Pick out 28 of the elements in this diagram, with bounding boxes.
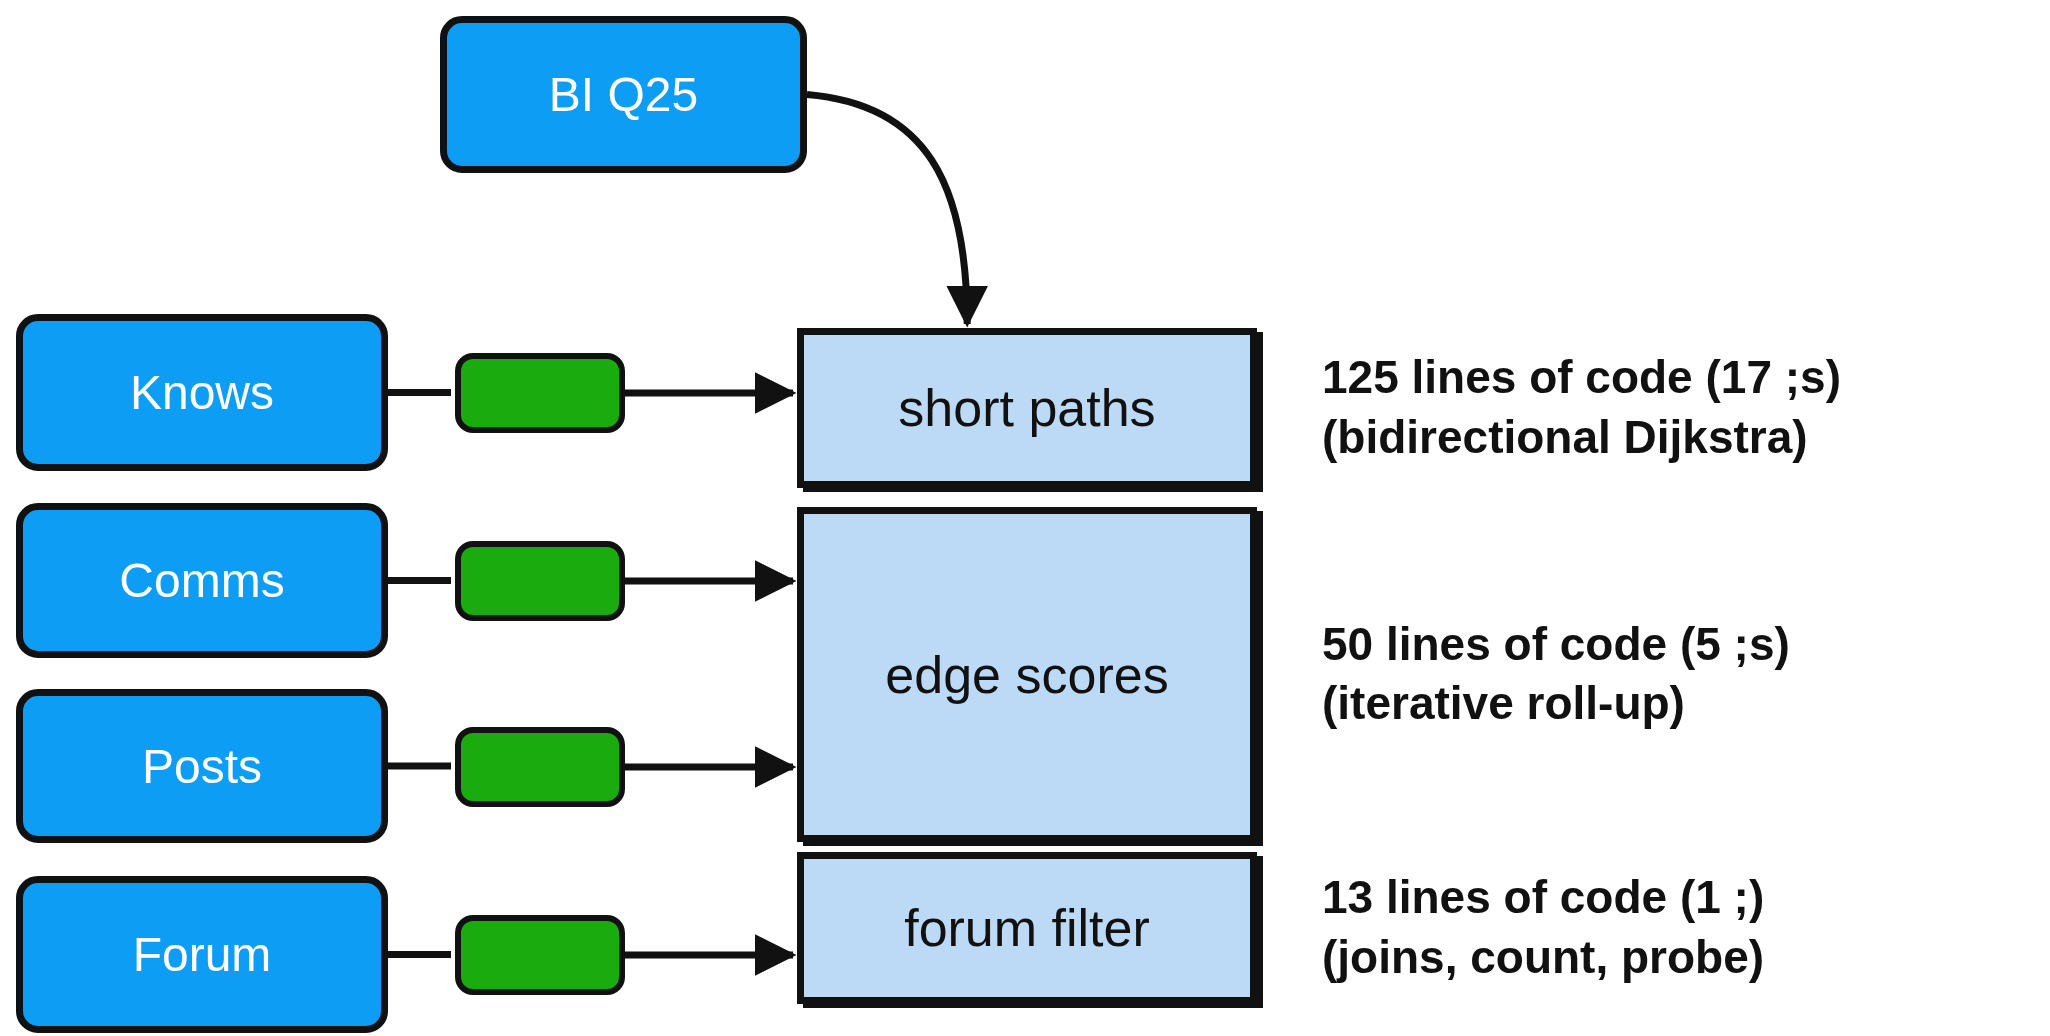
connector-box [455, 353, 625, 433]
code-note: 50 lines of code (5 ;s) [1322, 616, 1790, 672]
node-label: edge scores [885, 644, 1169, 705]
node-label: short paths [898, 378, 1156, 438]
arrow [625, 560, 797, 602]
node-label: forum filter [904, 898, 1150, 958]
connector-box [455, 541, 625, 621]
connector-box [455, 727, 625, 807]
source-box [440, 16, 807, 173]
connector-box [455, 915, 625, 995]
arrow [625, 934, 797, 976]
code-note: 13 lines of code (1 ;) [1322, 870, 1765, 925]
source-box [16, 876, 388, 1033]
arrow [625, 746, 797, 788]
code-note: 125 lines of code (17 ;s) [1322, 350, 1841, 405]
arrow [806, 91, 988, 328]
source-box [16, 503, 388, 658]
node-label: Comms [119, 553, 285, 608]
arrow [625, 372, 797, 414]
node-label: Knows [129, 365, 275, 420]
source-box [16, 689, 388, 843]
node-label: BI Q25 [548, 67, 699, 122]
code-note: (joins, count, probe) [1322, 929, 1765, 985]
node-label: Posts [141, 738, 262, 794]
source-box [16, 314, 388, 471]
node-label: Forum [132, 927, 272, 982]
code-note: (iterative roll-up) [1322, 676, 1686, 732]
code-note: (bidirectional Dijkstra) [1322, 409, 1809, 465]
